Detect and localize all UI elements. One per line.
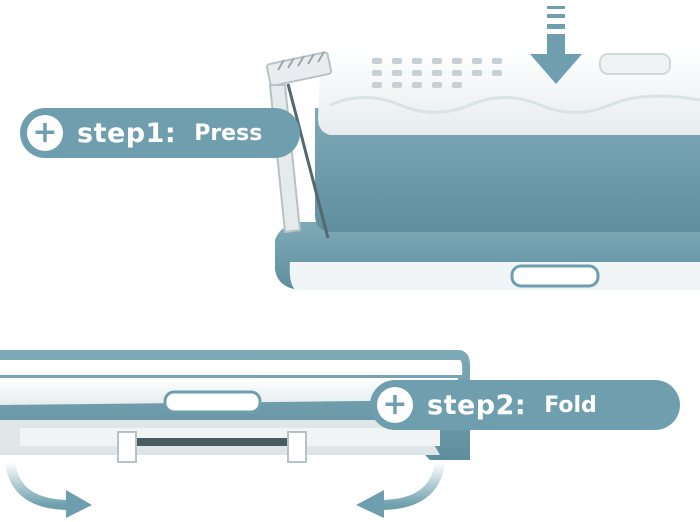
step1-title: step1: <box>77 117 177 149</box>
curved-arrow-right-icon <box>356 461 445 518</box>
step1-action: Press <box>194 120 263 146</box>
step2-title: step2: <box>427 389 527 421</box>
step1-label: + step1: Press <box>20 108 300 158</box>
down-arrow-icon <box>530 6 582 84</box>
step2-label: + step2: Fold <box>370 380 680 430</box>
folding-tub-bottom <box>0 350 470 463</box>
plus-icon: + <box>377 387 413 423</box>
plus-icon: + <box>27 115 63 151</box>
curved-arrow-left-icon <box>5 461 92 518</box>
step2-action: Fold <box>544 392 597 418</box>
folding-tub-top <box>265 50 700 292</box>
